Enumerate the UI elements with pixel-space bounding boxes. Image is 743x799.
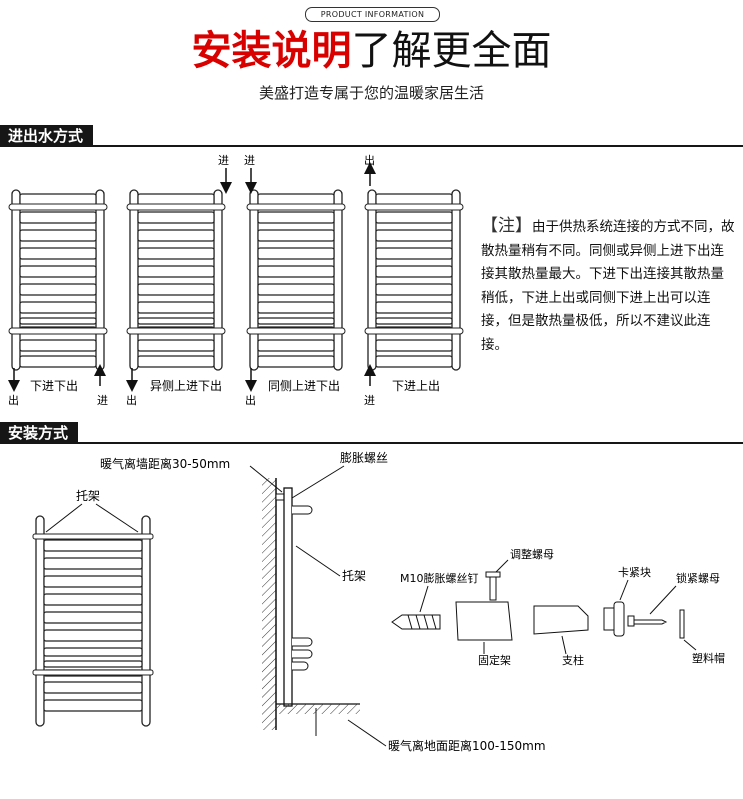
section-install-heading: 安装方式 <box>0 422 743 444</box>
section-divider-2 <box>0 442 743 444</box>
plastic-cap-label: 塑料帽 <box>692 651 725 665</box>
page-title: 安装说明了解更全面 <box>0 24 743 78</box>
radiator-2 <box>126 189 226 371</box>
front-radiator <box>32 515 154 727</box>
section-divider <box>0 145 743 147</box>
radiator-caption-3: 同侧上进下出 <box>268 379 340 393</box>
lock-screw <box>627 615 668 627</box>
arrow-in-1: 进 <box>97 394 108 407</box>
clamp-block-label: 卡紧块 <box>618 566 651 579</box>
note-text: 由于供热系统连接的方式不同，故散热量稍有不同。同侧或异侧上进下出连接其散热量最大… <box>481 219 735 353</box>
arrow-out-1: 出 <box>8 393 19 407</box>
installation-diagrams: 托架 暖气离墙距离30-50mm 膨胀螺丝 托架 暖气离地面距离100-150m… <box>32 451 725 753</box>
page-subtitle: 美盛打造专属于您的温暖家居生活 <box>258 84 484 102</box>
post <box>533 605 589 635</box>
arrow-out-2: 出 <box>126 393 137 407</box>
radiator-caption-2: 异侧上进下出 <box>150 379 222 393</box>
wall-distance-label: 暖气离墙距离30-50mm <box>100 456 230 471</box>
title-red: 安装说明 <box>191 28 352 74</box>
plastic-cap <box>679 609 685 639</box>
section-install-label: 安装方式 <box>0 422 79 444</box>
water-connection-diagrams: 出 进 下进下出 进 出 异侧上进下出 进 出 同侧上进下出 出 进 下进上出 <box>8 153 464 407</box>
clamp-block <box>603 601 625 637</box>
floor-distance-label: 暖气离地面距离100-150mm <box>388 738 546 753</box>
bracket-label: 托架 <box>76 489 100 503</box>
arrow-out-3: 出 <box>245 393 256 407</box>
arrow-in-4: 进 <box>364 394 375 407</box>
fixed-frame <box>455 571 513 641</box>
radiator-caption-4: 下进上出 <box>392 379 440 393</box>
arrow-in-2: 进 <box>218 154 229 167</box>
product-information-banner: PRODUCT INFORMATION <box>305 7 440 22</box>
side-view <box>262 478 360 730</box>
arrow-out-4: 出 <box>364 153 375 167</box>
m10-label: M10膨胀螺丝钉 <box>400 571 479 585</box>
title-black: 了解更全面 <box>351 28 552 74</box>
note-bracket: 【注】 <box>481 216 532 236</box>
post-label: 支柱 <box>562 653 584 667</box>
m10-screw <box>391 614 441 630</box>
section-water-heading: 进出水方式 <box>0 125 743 147</box>
lock-nut-label: 锁紧螺母 <box>676 571 720 585</box>
section-water-label: 进出水方式 <box>0 125 94 147</box>
radiator-4 <box>364 189 464 371</box>
arrow-in-3: 进 <box>244 154 255 167</box>
adjust-nut-label: 调整螺母 <box>510 547 554 561</box>
bracket-label-2: 托架 <box>342 569 366 583</box>
expansion-screw-label: 膨胀螺丝 <box>340 451 388 465</box>
connection-note: 【注】由于供热系统连接的方式不同，故散热量稍有不同。同侧或异侧上进下出连接其散热… <box>481 215 736 357</box>
fixed-frame-label: 固定架 <box>478 653 511 667</box>
radiator-caption-1: 下进下出 <box>30 379 78 393</box>
radiator-1 <box>8 189 108 371</box>
radiator-3 <box>246 189 346 371</box>
